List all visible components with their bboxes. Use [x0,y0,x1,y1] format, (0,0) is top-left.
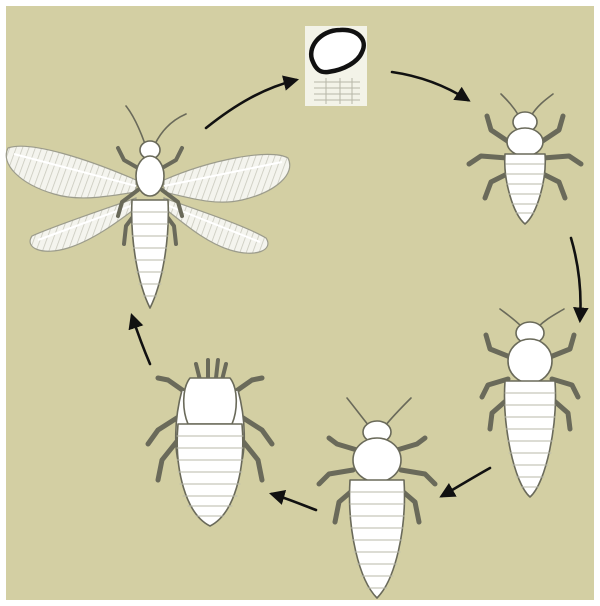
thorax [353,438,401,482]
thorax [507,128,543,156]
diagram-background [6,6,594,600]
thorax [508,339,552,383]
thorax [136,156,164,196]
egg-stage [305,26,367,106]
thorax [184,378,237,424]
